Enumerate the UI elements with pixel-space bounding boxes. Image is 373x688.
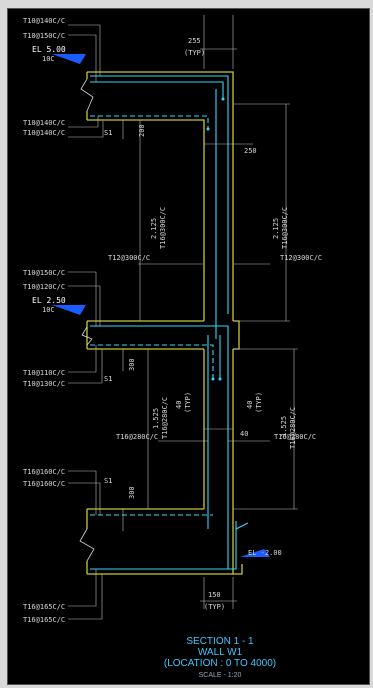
lower-left-bar: T16@280C/C: [161, 397, 169, 439]
rebar: [90, 75, 249, 570]
el-low-label: EL -2.00: [248, 549, 282, 557]
low-bar-left: T16@280C/C: [116, 433, 158, 441]
break-line-mid: [81, 326, 93, 346]
title-block: SECTION 1 - 1 WALL W1 (LOCATION : 0 TO 4…: [164, 636, 276, 679]
bot-1: T16@165C/C: [23, 603, 65, 611]
s1-low: S1: [104, 477, 112, 485]
mid-bottom-bar: [90, 344, 214, 379]
title-scale: SCALE - 1:20: [199, 672, 242, 679]
mid-top-1: T10@150C/C: [23, 269, 65, 277]
break-line-lower: [79, 528, 95, 562]
leader-upper-bottom: [68, 116, 104, 138]
lower-typ-left-sub: (TYP): [184, 392, 192, 413]
section-drawing: T10@140C/C T10@150C/C EL 5.00 10C 255 (T…: [23, 15, 322, 679]
title-line1: SECTION 1 - 1: [186, 636, 254, 647]
leader-mid-top: [68, 271, 101, 326]
el-mid-sub: 10C: [42, 306, 55, 314]
lower-right-bar: T16@280C/C: [289, 407, 297, 449]
break-line-upper: [80, 78, 94, 112]
leader-top: [68, 24, 101, 82]
s1-mid: S1: [104, 375, 112, 383]
rebar-dots: [206, 97, 225, 381]
low-top-1: T16@160C/C: [23, 468, 65, 476]
leader-mid-bottom: [68, 345, 103, 384]
lower-typ-right-sub: (TYP): [255, 392, 263, 413]
upper-bot-2: T10@140C/C: [23, 129, 65, 137]
dim-250: 250: [244, 147, 257, 155]
title-line2: WALL W1: [198, 647, 243, 658]
upper-bottom-bar: [90, 115, 209, 129]
el-mid-label: EL 2.50: [32, 296, 66, 305]
upper-bot-1: T10@140C/C: [23, 119, 65, 127]
dim-255-top: [200, 15, 237, 69]
mid-top-bar: [90, 325, 229, 569]
upper-top-bar: [90, 75, 229, 314]
annotations: T10@140C/C T10@150C/C EL 5.00 10C 255 (T…: [23, 17, 322, 624]
dim-150-sub: (TYP): [204, 603, 225, 611]
drawing-frame: T10@140C/C T10@150C/C EL 5.00 10C 255 (T…: [7, 8, 370, 685]
concrete-outline: [86, 71, 243, 575]
mid-bot-1: T10@110C/C: [23, 369, 65, 377]
el-mid-marker: [52, 305, 86, 315]
el-markers: [52, 54, 270, 557]
upper-top-bar-inner: [90, 81, 224, 99]
lower-slab-bottom: [87, 564, 243, 575]
lower-bottom-bar: [90, 521, 237, 570]
upper-wall-height: 2.125: [150, 218, 158, 239]
dim-upper-right: [233, 103, 290, 322]
title-line3: (LOCATION : 0 TO 4000): [164, 658, 276, 669]
slab-thk-mid: 300: [128, 358, 136, 371]
upper-wall-inner-face: [87, 119, 205, 321]
lower-typ-left: 40: [175, 401, 183, 409]
lower-typ-right: 40: [246, 401, 254, 409]
mid-bar-left: T12@300C/C: [108, 254, 150, 262]
lower-hook: [235, 522, 249, 530]
dim-150-label: 150: [208, 591, 221, 599]
low-top-2: T16@160C/C: [23, 480, 65, 488]
leader-bottom: [68, 569, 103, 620]
dimension-lines: [68, 15, 298, 620]
bot-2: T16@165C/C: [23, 616, 65, 624]
el-top-sub: 10C: [42, 55, 55, 63]
break-lines: [79, 78, 95, 562]
dim-255-top-sub: (TYP): [184, 49, 205, 57]
dim-lower-right: [233, 348, 298, 510]
dim-40-label: 40: [240, 430, 248, 438]
leader-low-top: [68, 470, 101, 515]
slab-thk-upper: 200: [138, 124, 146, 137]
el-low-marker: [240, 549, 270, 557]
upper-wall-outer-face: [87, 71, 234, 321]
top-bar-2: T10@150C/C: [23, 32, 65, 40]
upper-left-bar: T16@300C/C: [159, 207, 167, 249]
el-top-label: EL 5.00: [32, 45, 66, 54]
low-bar-right: T16@280C/C: [274, 433, 316, 441]
upper-right-bar: T16@300C/C: [281, 207, 289, 249]
upper-right-dim: 2.125: [272, 218, 280, 239]
lower-right-dim: 1.525: [280, 416, 288, 437]
dim-255-top-label: 255: [188, 37, 201, 45]
mid-top-2: T10@120C/C: [23, 283, 65, 291]
slab-thk-low: 300: [128, 486, 136, 499]
mid-bar-right: T12@300C/C: [280, 254, 322, 262]
mid-bot-2: T10@130C/C: [23, 380, 65, 388]
lower-wall-height: 1.525: [152, 408, 160, 429]
dim-150: [200, 577, 237, 609]
top-bar-1: T10@140C/C: [23, 17, 65, 25]
el-top-marker: [52, 54, 86, 64]
s1-upper: S1: [104, 129, 112, 137]
